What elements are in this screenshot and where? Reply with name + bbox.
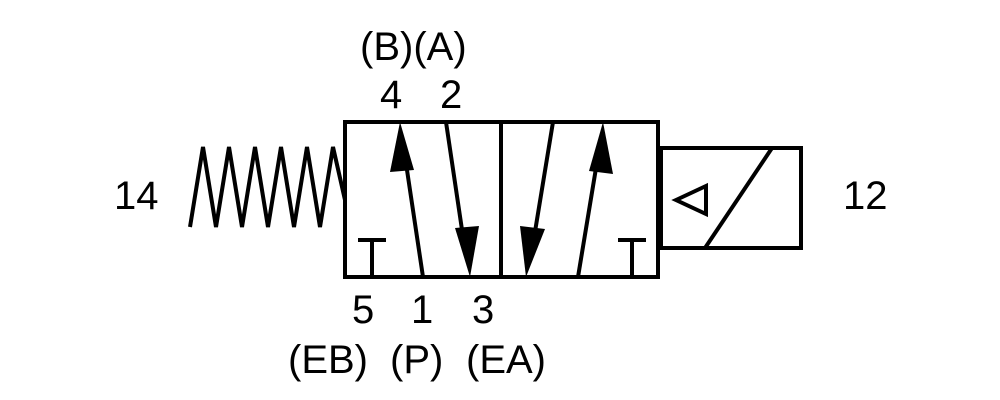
blocked-port-5-symbol <box>358 238 386 277</box>
port-3-number: 3 <box>472 288 495 332</box>
port-4-number: 4 <box>380 73 403 117</box>
port-p-name: (P) <box>390 338 444 382</box>
port-eb-name: (EB) <box>288 338 368 382</box>
blocked-port-3-symbol <box>618 238 646 277</box>
port-5-number: 5 <box>352 288 375 332</box>
spring-actuator <box>188 146 347 228</box>
pilot-port-12-label: 12 <box>843 174 888 218</box>
flow-arrow-1-to-4 <box>390 122 425 278</box>
port-ea-name: (EA) <box>466 338 546 382</box>
top-port-names: (B)(A) <box>360 25 467 69</box>
triangle-indicator-icon <box>671 182 708 218</box>
flow-arrow-4-to-5 <box>520 121 555 277</box>
solenoid-actuator <box>659 146 803 250</box>
flow-arrow-1-to-2 <box>576 122 613 278</box>
port-1-number: 1 <box>411 288 434 332</box>
flow-arrow-2-to-3 <box>444 121 479 277</box>
pilot-port-14-label: 14 <box>114 174 159 218</box>
port-2-number: 2 <box>440 73 463 117</box>
